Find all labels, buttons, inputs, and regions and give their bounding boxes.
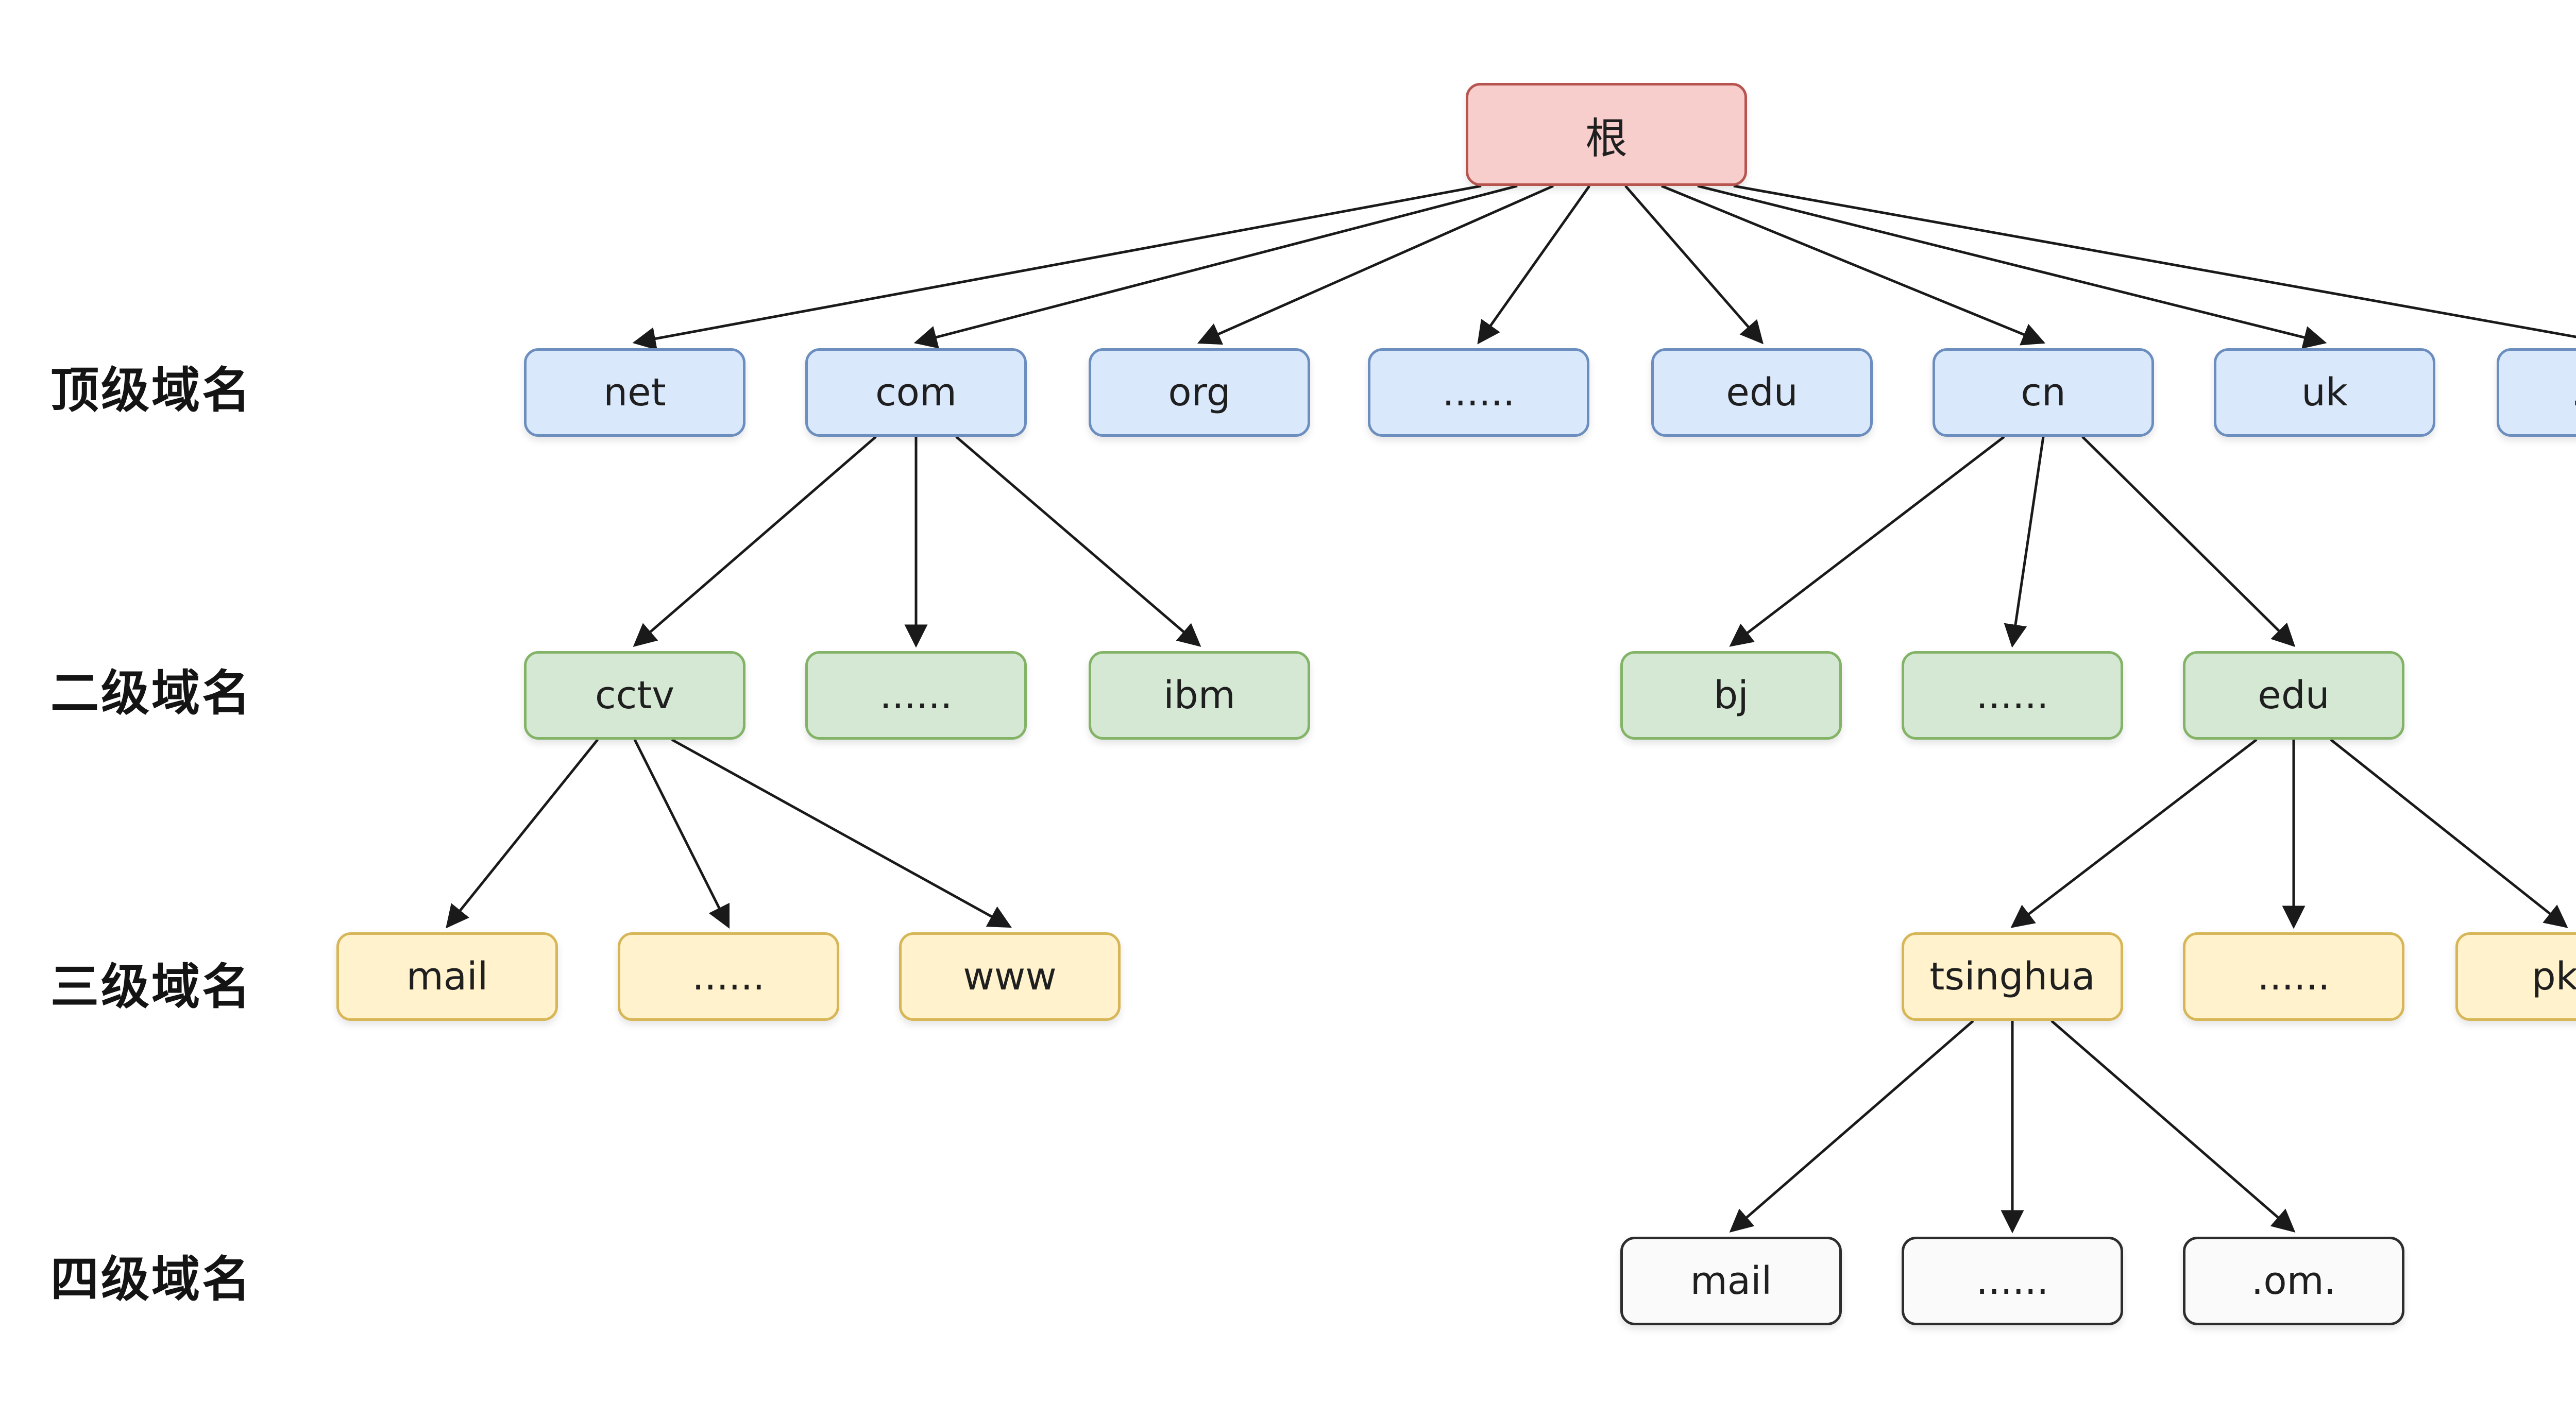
node-mail-tsinghua: mail (1620, 1237, 1842, 1325)
row-label-fourth-level-domain: 四级域名 (50, 1252, 253, 1308)
edge-root-org (1197, 184, 1554, 345)
node-www: www (899, 932, 1121, 1021)
edge-root-com (913, 184, 1518, 349)
node-cctv: cctv (524, 651, 745, 740)
node-tld-dots2: ...... (2497, 348, 2576, 437)
edge-root-dots1 (1477, 185, 1591, 345)
node-edu: edu (1651, 348, 1873, 437)
node-pku: pku (2455, 932, 2576, 1021)
node-l3-dots2: ...... (2183, 932, 2404, 1021)
node-bj: bj (1620, 651, 1842, 740)
node-l2-dots2: ...... (1902, 651, 2123, 740)
edge-root-uk (1697, 184, 2327, 349)
node-net: net (524, 348, 745, 437)
edge-educn-tsinghua (2010, 739, 2258, 928)
edge-educn-pku (2330, 739, 2568, 928)
row-label-third-level-domain: 三级域名 (50, 959, 253, 1015)
edge-cctv-dots (633, 739, 730, 929)
row-label-top-level-domain: 顶级域名 (50, 363, 253, 419)
node-root: 根 (1466, 83, 1747, 186)
node-cn: cn (1933, 348, 2154, 437)
edge-tsinghua-mail (1729, 1020, 1974, 1233)
node-tsinghua: tsinghua (1902, 932, 2123, 1021)
edge-com-cctv (633, 436, 877, 647)
node-tld-dots: ...... (1368, 348, 1589, 437)
edge-root-net (632, 184, 1482, 350)
edge-cctv-www (671, 738, 1012, 928)
node-l4-om: .om. (2183, 1237, 2404, 1325)
node-edu-cn: edu (2183, 651, 2404, 740)
edge-com-ibm (955, 436, 1201, 647)
edge-cn-dots (2004, 436, 2045, 648)
edge-root-edu (1624, 185, 1764, 345)
edge-root-cn (1661, 184, 2046, 346)
node-l2-dots1: ...... (805, 651, 1027, 740)
edge-cn-edu (2081, 436, 2296, 647)
node-uk: uk (2214, 348, 2435, 437)
node-l4-dots: ...... (1902, 1237, 2123, 1325)
edge-root-dots2 (1733, 184, 2576, 338)
node-org: org (1089, 348, 1310, 437)
node-com: com (805, 348, 1027, 437)
row-label-second-level-domain: 二级域名 (50, 665, 253, 722)
node-l3-dots1: ...... (618, 932, 839, 1021)
node-mail-cctv: mail (336, 932, 558, 1021)
edge-tsinghua-om (2050, 1020, 2296, 1233)
edge-cn-bj (1729, 436, 2005, 647)
edge-cctv-mail (446, 739, 599, 929)
node-ibm: ibm (1089, 651, 1310, 740)
